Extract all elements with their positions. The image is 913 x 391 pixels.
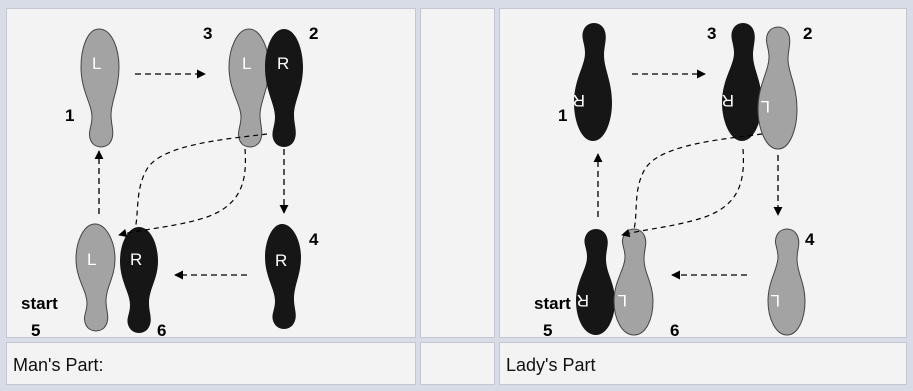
step-number: 5 (543, 321, 552, 338)
foot-letter: L (618, 291, 627, 310)
man-caption-cell: Man's Part: (6, 342, 416, 385)
step-number: 1 (558, 106, 567, 125)
foot-letter: R (577, 291, 589, 310)
footprint (767, 228, 806, 336)
step-number: 6 (670, 321, 679, 338)
start-label: start (534, 294, 571, 313)
foot-5: L 5 (31, 223, 116, 338)
foot-4: L 4 (767, 228, 815, 336)
lady-caption: Lady's Part (506, 355, 596, 375)
foot-letter: L (771, 291, 780, 310)
step-number: 2 (803, 24, 812, 43)
curve-path (633, 133, 763, 230)
foot-3: R 3 (707, 23, 762, 141)
foot-1: R 1 (558, 23, 612, 141)
step-number: 3 (707, 24, 716, 43)
spacer-cell (420, 342, 495, 385)
footprint (120, 227, 158, 333)
foot-letter: L (92, 54, 101, 73)
foot-letter: L (242, 54, 251, 73)
foot-2: L 2 (757, 24, 812, 150)
man-caption: Man's Part: (13, 355, 104, 375)
footprint (265, 224, 301, 329)
footprint (613, 228, 654, 336)
step-number: 4 (805, 230, 815, 249)
foot-letter: R (275, 251, 287, 270)
foot-6: R 6 (120, 227, 166, 338)
foot-6: L 6 (613, 228, 679, 338)
foot-5: R 5 (543, 229, 615, 338)
curve-path (118, 148, 246, 238)
start-label: start (21, 294, 58, 313)
foot-letter: R (277, 54, 289, 73)
step-number: 2 (309, 24, 318, 43)
man-footwork-diagram: L 1 L 3 R 2 R 4 (21, 24, 319, 338)
step-number: 5 (31, 321, 40, 338)
footprint (228, 28, 270, 148)
step-number: 4 (309, 230, 319, 249)
step-number: 1 (65, 106, 74, 125)
step-number: 3 (203, 24, 212, 43)
curve-path (134, 133, 268, 230)
footprint (757, 26, 798, 150)
footprint (265, 29, 303, 147)
footprint (80, 28, 120, 148)
foot-3: L 3 (203, 24, 270, 148)
foot-4: R 4 (265, 224, 319, 329)
foot-letter: R (722, 91, 734, 110)
lady-diagram-cell: R 1 R 3 L 2 L 4 (499, 8, 907, 338)
foot-letter: L (87, 250, 96, 269)
foot-letter: R (130, 250, 142, 269)
step-number: 6 (157, 321, 166, 338)
curve-path (621, 148, 744, 238)
foot-1: L 1 (65, 28, 120, 148)
foot-letter: R (573, 91, 585, 110)
spacer-cell (420, 8, 495, 338)
foot-letter: L (761, 97, 770, 116)
footprint (75, 223, 116, 332)
foot-2: R 2 (265, 24, 318, 147)
footprint (576, 229, 615, 335)
footprint (722, 23, 762, 141)
dance-step-table: L 1 L 3 R 2 R 4 (4, 6, 909, 387)
lady-caption-cell: Lady's Part (499, 342, 907, 385)
footprint (574, 23, 612, 141)
man-diagram-cell: L 1 L 3 R 2 R 4 (6, 8, 416, 338)
lady-footwork-diagram: R 1 R 3 L 2 L 4 (534, 23, 815, 338)
